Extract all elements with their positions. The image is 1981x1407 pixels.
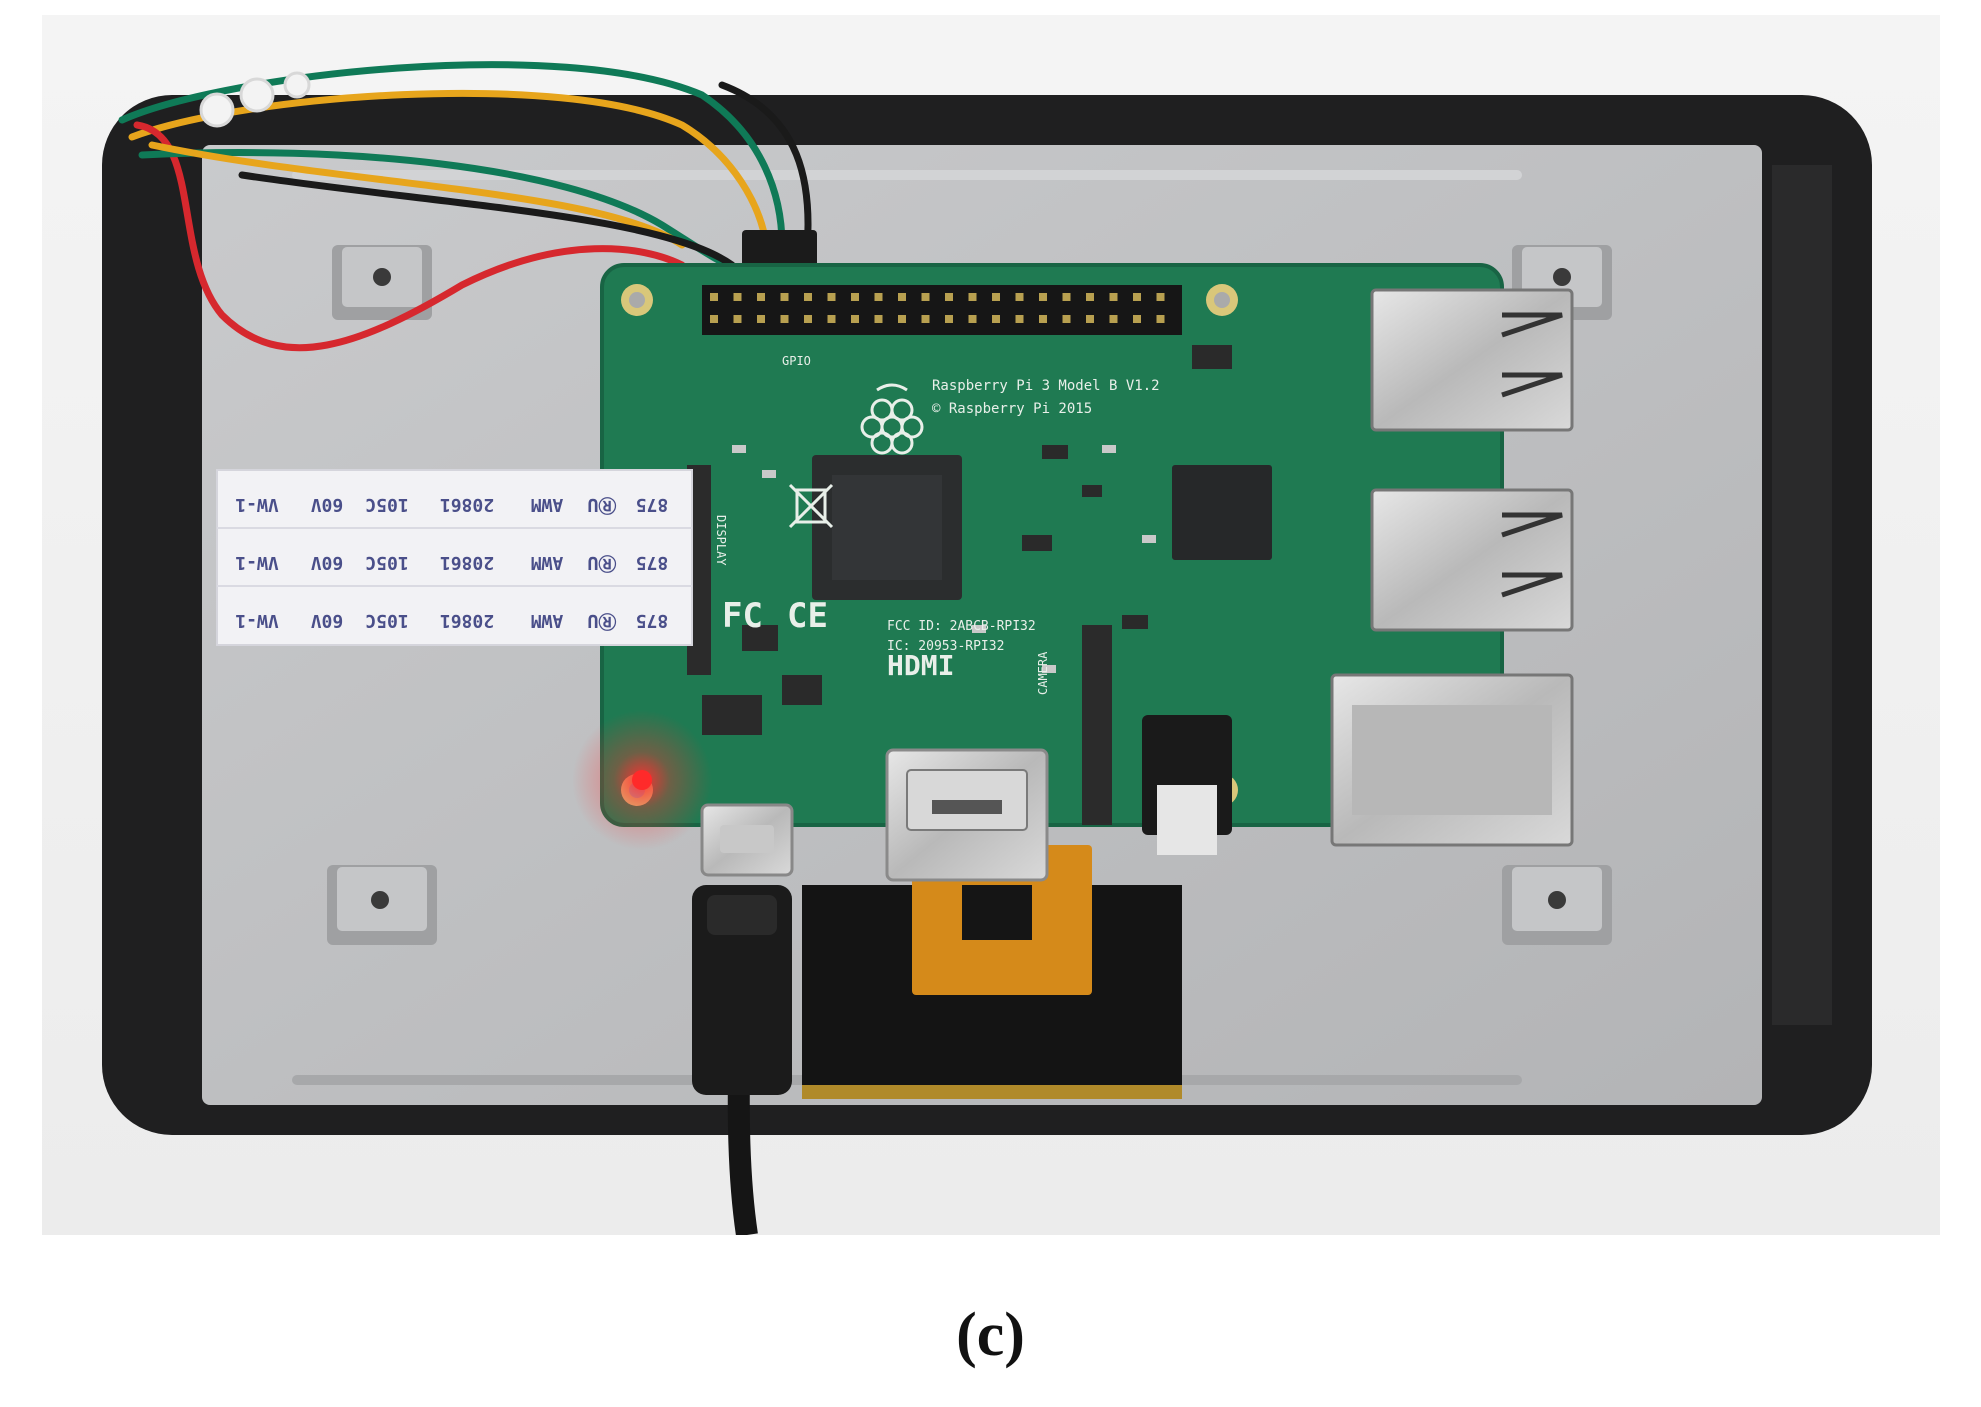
gpio-pin bbox=[1133, 315, 1141, 323]
camera-label: CAMERA bbox=[1036, 651, 1050, 695]
gpio-pin bbox=[1133, 293, 1141, 301]
ribbon-cable-text: AWM bbox=[531, 494, 564, 515]
audio-jack bbox=[1142, 715, 1232, 855]
gpio-pin bbox=[710, 293, 718, 301]
gpio-pin bbox=[710, 315, 718, 323]
gpio-pin bbox=[874, 315, 883, 323]
gpio-pin bbox=[1039, 315, 1047, 323]
fc-mark: FC bbox=[722, 596, 763, 636]
gpio-pin bbox=[1015, 315, 1024, 323]
gpio-pin bbox=[733, 293, 742, 301]
ribbon-cable-text: 875 bbox=[636, 552, 669, 573]
ribbon-cable-text: AWM bbox=[531, 552, 564, 573]
jumper-wires bbox=[118, 61, 812, 352]
ribbon-cable-text: 105C bbox=[365, 610, 408, 631]
gpio-pin bbox=[804, 293, 812, 301]
gpio-pin bbox=[921, 315, 930, 323]
gpio-pin bbox=[1109, 315, 1118, 323]
lan-chip bbox=[1172, 465, 1272, 560]
fcc-id-label: FCC ID: 2ABCB-RPI32 bbox=[887, 619, 1036, 634]
gpio-pin bbox=[1039, 293, 1047, 301]
gpio-pin bbox=[1086, 315, 1094, 323]
gpio-pin bbox=[898, 293, 906, 301]
gpio-pin bbox=[992, 315, 1000, 323]
gpio-pin bbox=[1156, 293, 1165, 301]
gpio-pin bbox=[968, 315, 977, 323]
ic-label: IC: 20953-RPI32 bbox=[887, 639, 1004, 654]
gpio-pin bbox=[851, 293, 859, 301]
usb-power-cable bbox=[692, 885, 792, 1235]
gpio-pin bbox=[1156, 315, 1165, 323]
gpio-pin bbox=[851, 315, 859, 323]
ce-mark: CE bbox=[787, 596, 828, 636]
ribbon-cable-text: 105C bbox=[365, 552, 408, 573]
gpio-pin bbox=[827, 315, 836, 323]
gpio-pin bbox=[780, 315, 789, 323]
gpio-pin bbox=[757, 293, 765, 301]
gpio-pin bbox=[1109, 293, 1118, 301]
ribbon-cable-text: 875 bbox=[636, 610, 669, 631]
ribbon-cable-text: 60V bbox=[311, 610, 344, 631]
gpio-pin bbox=[992, 293, 1000, 301]
ribbon-cable-text: ⓇU bbox=[588, 552, 617, 574]
gpio-pin bbox=[945, 293, 953, 301]
ribbon-cable-text: ⓇU bbox=[588, 494, 617, 516]
zip-tie bbox=[199, 71, 311, 128]
gpio-pin bbox=[733, 315, 742, 323]
gpio-pin bbox=[945, 315, 953, 323]
gpio-pin bbox=[1015, 293, 1024, 301]
ribbon-cable-text: 875 bbox=[636, 494, 669, 515]
photo: Raspberry Pi 3 Model B V1.2 © Raspberry … bbox=[42, 15, 1940, 1235]
standoff-top-left bbox=[332, 245, 432, 320]
ribbon-cable-text: ⓇU bbox=[588, 610, 617, 632]
gpio-pin bbox=[1062, 293, 1071, 301]
ribbon-cable-text: VW-1 bbox=[235, 552, 278, 573]
ribbon-cable-text: AWM bbox=[531, 610, 564, 631]
ribbon-cable-text: 60V bbox=[311, 552, 344, 573]
gpio-pin bbox=[968, 293, 977, 301]
standoff-bottom-right bbox=[1502, 865, 1612, 945]
gpio-pin bbox=[804, 315, 812, 323]
ribbon-cable-text: VW-1 bbox=[235, 494, 278, 515]
display-flex bbox=[802, 845, 1182, 1099]
gpio-pin bbox=[1086, 293, 1094, 301]
ribbon-cable-text: 105C bbox=[365, 494, 408, 515]
usb-port-1 bbox=[1370, 288, 1574, 432]
ribbon-cable-text: 20861 bbox=[440, 552, 494, 573]
ribbon-cable: 875ⓇUAWM20861105C60VVW-1875ⓇUAWM20861105… bbox=[216, 469, 693, 646]
ethernet-port bbox=[1330, 673, 1574, 847]
board-model-label: Raspberry Pi 3 Model B V1.2 bbox=[932, 378, 1160, 394]
usb-port-2 bbox=[1370, 488, 1574, 632]
raspberry-pi-board: Raspberry Pi 3 Model B V1.2 © Raspberry … bbox=[600, 263, 1574, 882]
ribbon-cable-text: 20861 bbox=[440, 494, 494, 515]
raspberry-logo-icon bbox=[860, 383, 924, 455]
gpio-pin bbox=[898, 315, 906, 323]
gpio-pin bbox=[757, 315, 765, 323]
board-copyright-label: © Raspberry Pi 2015 bbox=[932, 401, 1092, 417]
micro-usb-port bbox=[700, 803, 794, 877]
ribbon-cable-text: VW-1 bbox=[235, 610, 278, 631]
gpio-pin bbox=[1062, 315, 1071, 323]
gpio-pin bbox=[921, 293, 930, 301]
hdmi-label: HDMI bbox=[887, 649, 954, 682]
standoff-bottom-left bbox=[327, 865, 437, 945]
gpio-header bbox=[702, 285, 1182, 335]
figure-caption: (c) bbox=[956, 1301, 1025, 1369]
ribbon-cable-text: 20861 bbox=[440, 610, 494, 631]
weee-bin-icon bbox=[788, 483, 834, 529]
gpio-pin bbox=[780, 293, 789, 301]
gpio-pin bbox=[874, 293, 883, 301]
ribbon-cable-text: 60V bbox=[311, 494, 344, 515]
display-label: DISPLAY bbox=[714, 515, 728, 566]
hdmi-port bbox=[885, 748, 1049, 882]
power-led bbox=[632, 770, 652, 790]
gpio-pin bbox=[827, 293, 836, 301]
gpio-label: GPIO bbox=[782, 354, 811, 368]
camera-connector bbox=[1082, 625, 1112, 825]
